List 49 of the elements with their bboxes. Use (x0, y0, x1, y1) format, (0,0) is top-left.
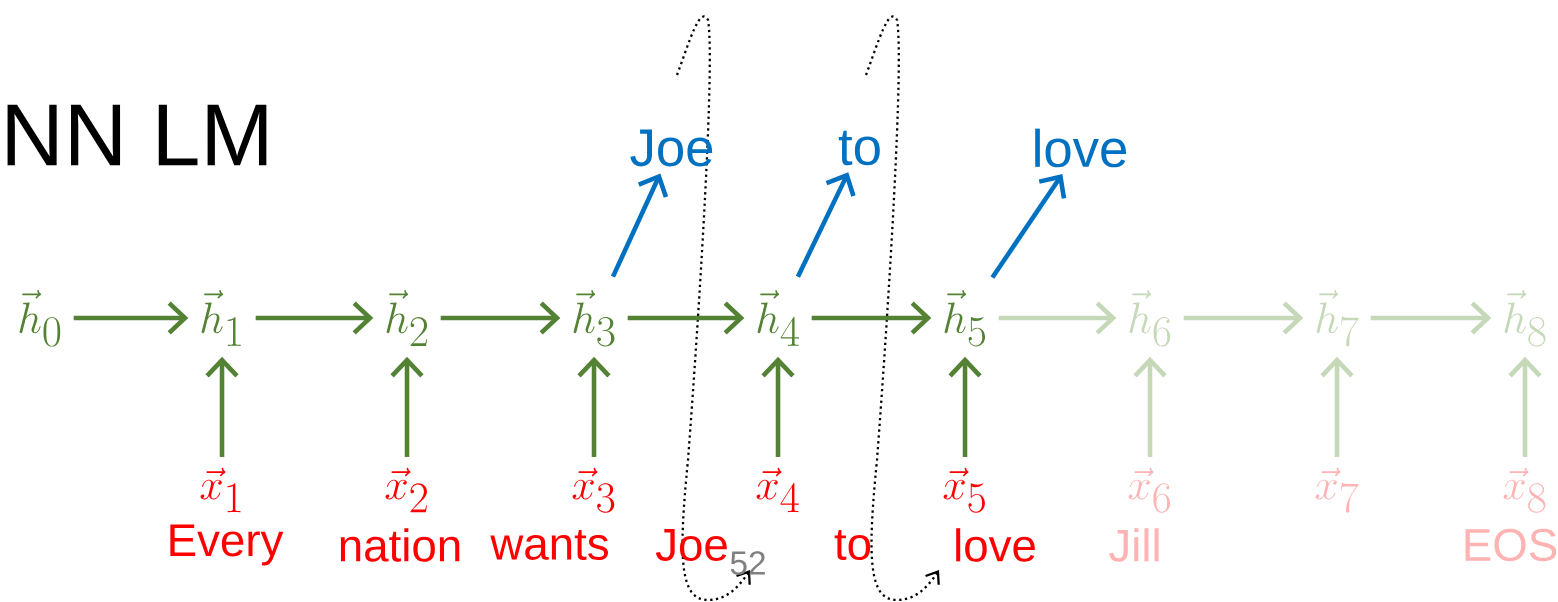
input-word: to (834, 530, 871, 560)
output-word: Joe (630, 129, 713, 167)
arrow (390, 356, 424, 457)
input-word: Jill (1109, 528, 1159, 562)
arrow (1320, 356, 1354, 457)
input-word: wants (490, 530, 608, 560)
arrow (948, 356, 982, 457)
input-word: love (956, 528, 1035, 562)
arrow (255, 301, 374, 335)
arrow (795, 172, 856, 278)
arrow (1133, 356, 1167, 457)
hidden-state-symbol: $\vec{h}_{8}$ (1504, 290, 1546, 347)
arrow (205, 356, 239, 457)
slide-title: NN LM (7, 104, 267, 166)
hidden-state-symbol: $\vec{h}_{2}$ (386, 290, 428, 346)
page-number: 52 (730, 551, 765, 575)
arrow (761, 356, 795, 457)
arrow (610, 173, 669, 278)
input-word: Every (170, 524, 284, 566)
arrow (1370, 301, 1492, 335)
input-vector-symbol: $\vec{x}_{3}$ (572, 467, 615, 513)
input-vector-symbol: $\vec{x}_{4}$ (756, 467, 799, 513)
hidden-state-symbol: $\vec{h}_{1}$ (201, 290, 241, 346)
arrow (73, 301, 189, 335)
input-vector-symbol: $\vec{x}_{2}$ (385, 467, 427, 513)
hidden-state-symbol: $\vec{h}_{5}$ (944, 290, 986, 347)
input-vector-symbol: $\vec{x}_{8}$ (1503, 467, 1546, 513)
hidden-state-symbol: $\vec{h}_{7}$ (1316, 290, 1359, 347)
input-vector-symbol: $\vec{x}_{6}$ (1128, 467, 1171, 513)
arrow (627, 301, 745, 335)
output-word: love (1035, 128, 1126, 168)
arrow (998, 301, 1117, 335)
arrow (811, 301, 932, 335)
input-vector-symbol: $\vec{x}_{1}$ (200, 467, 241, 513)
output-word: to (838, 130, 880, 166)
arrow (440, 301, 561, 335)
input-word: EOS (1465, 528, 1557, 562)
input-vector-symbol: $\vec{x}_{5}$ (943, 467, 985, 513)
arrow (1183, 301, 1304, 335)
hidden-state-symbol: $\vec{h}_{0}$ (19, 290, 61, 347)
hidden-state-symbol: $\vec{h}_{3}$ (573, 290, 615, 347)
input-vector-symbol: $\vec{x}_{7}$ (1315, 467, 1359, 513)
arrow (990, 174, 1067, 279)
hidden-state-symbol: $\vec{h}_{4}$ (757, 290, 799, 346)
arrow (577, 356, 611, 457)
input-word: Joe (655, 529, 727, 561)
arrow (1508, 356, 1542, 457)
hidden-state-symbol: $\vec{h}_{6}$ (1129, 290, 1171, 347)
input-word: nation (340, 528, 460, 562)
